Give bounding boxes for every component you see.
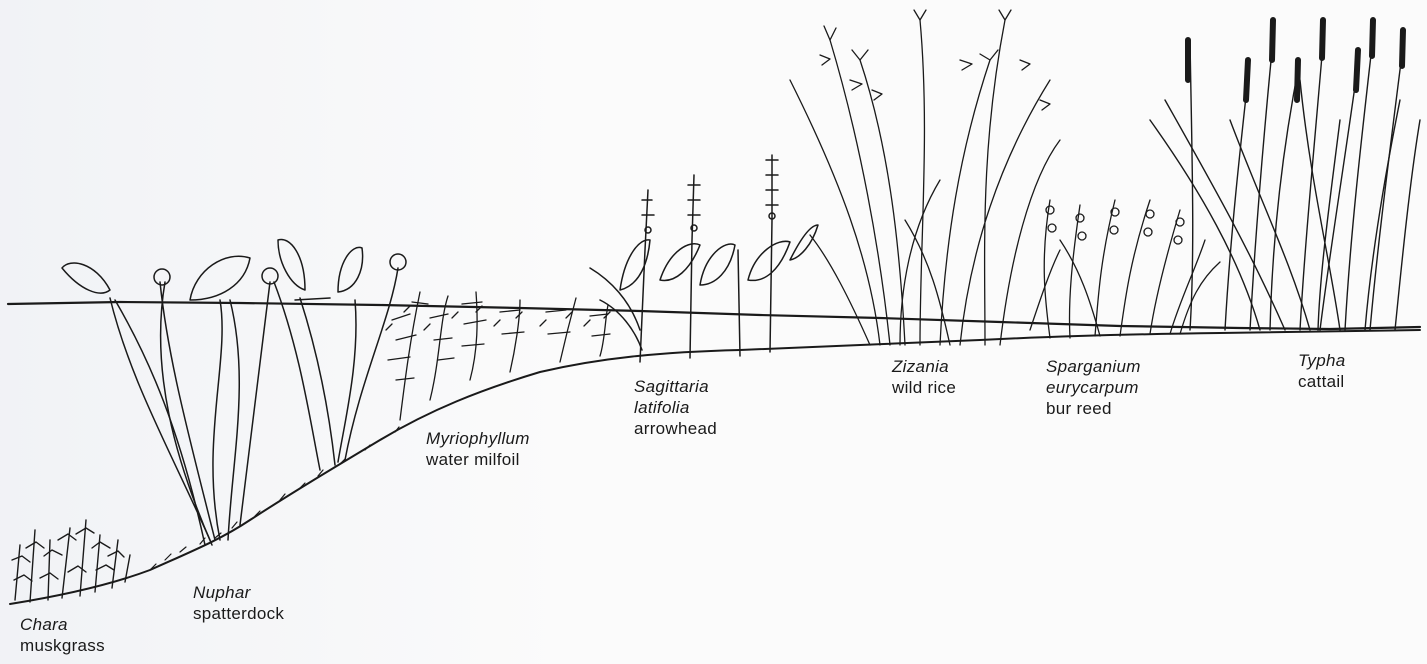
lake-bottom-profile xyxy=(10,330,1420,604)
sparganium-common-name: bur reed xyxy=(1046,398,1141,419)
myriophyllum-plant xyxy=(386,292,610,420)
label-chara: Chara muskgrass xyxy=(20,614,105,656)
chara-plant xyxy=(12,520,130,602)
nuphar-common-name: spatterdock xyxy=(193,603,284,624)
label-typha: Typha cattail xyxy=(1298,350,1346,392)
typha-common-name: cattail xyxy=(1298,371,1346,392)
nuphar-plant xyxy=(62,239,406,545)
sagittaria-scientific-name-genus: Sagittaria xyxy=(634,376,717,397)
chara-common-name: muskgrass xyxy=(20,635,105,656)
label-zizania: Zizania wild rice xyxy=(892,356,956,398)
typha-plant xyxy=(1150,20,1420,330)
zizania-plant xyxy=(790,10,1060,345)
nuphar-scientific-name: Nuphar xyxy=(193,582,284,603)
label-nuphar: Nuphar spatterdock xyxy=(193,582,284,624)
water-surface-line xyxy=(8,302,1420,329)
zizania-scientific-name: Zizania xyxy=(892,356,956,377)
sediment-hatching xyxy=(150,427,399,570)
sparganium-plant xyxy=(1030,200,1220,338)
label-sparganium: Sparganium eurycarpum bur reed xyxy=(1046,356,1141,419)
myriophyllum-scientific-name: Myriophyllum xyxy=(426,428,530,449)
sagittaria-scientific-name-species: latifolia xyxy=(634,397,717,418)
sparganium-scientific-name-species: eurycarpum xyxy=(1046,377,1141,398)
myriophyllum-common-name: water milfoil xyxy=(426,449,530,470)
label-myriophyllum: Myriophyllum water milfoil xyxy=(426,428,530,470)
typha-scientific-name: Typha xyxy=(1298,350,1346,371)
sparganium-scientific-name-genus: Sparganium xyxy=(1046,356,1141,377)
label-sagittaria: Sagittaria latifolia arrowhead xyxy=(634,376,717,439)
zizania-common-name: wild rice xyxy=(892,377,956,398)
chara-scientific-name: Chara xyxy=(20,614,105,635)
sagittaria-plant xyxy=(590,155,818,362)
sagittaria-common-name: arrowhead xyxy=(634,418,717,439)
